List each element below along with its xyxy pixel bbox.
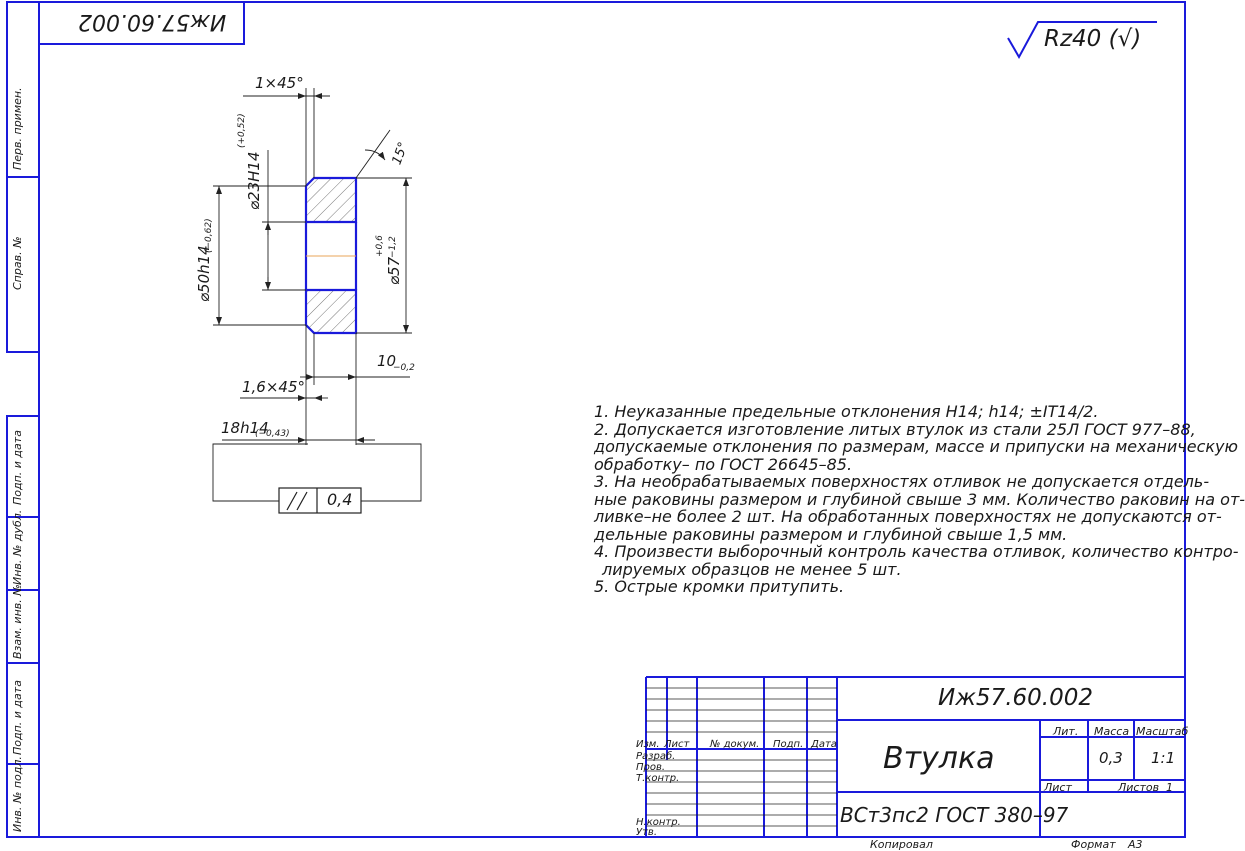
row-nkontr: Н.контр.	[636, 817, 681, 828]
note-line: 1. Неуказанные предельные отклонения H14…	[594, 402, 1099, 421]
roughness-sign	[1007, 21, 1157, 60]
dim-bore-main: ⌀23H14	[245, 151, 263, 210]
parallelism-frame	[278, 487, 362, 514]
dim-bore-tol: (+0,52)	[237, 113, 247, 148]
footer-copied: Копировал	[870, 838, 933, 851]
dim-flange-upper: +0,6	[375, 235, 385, 257]
dim-chamfer-bottom: 1,6×45°	[242, 378, 306, 396]
dim-outer-main: ⌀50h14	[195, 245, 213, 302]
row-razrab: Разраб.	[636, 751, 676, 762]
sheets-label: Листов	[1118, 781, 1160, 794]
col-izm: Изм.	[636, 739, 660, 750]
mass-label: Масса	[1094, 725, 1130, 738]
dim-chamfer-top: 1×45°	[255, 74, 304, 92]
note-line: ливке–не более 2 шт. На обработанных пов…	[594, 507, 1222, 526]
col-doc: № докум.	[710, 739, 760, 750]
drawing-sheet: Иж57.60.002 Rz40 (√) Перв. примен. Справ…	[6, 1, 1245, 851]
dim-width-main: 18h14	[221, 419, 269, 437]
top-stamp: Иж57.60.002	[78, 9, 227, 34]
title-block-lines	[645, 676, 1185, 837]
note-line: дельные раковины размером и глубиной свы…	[594, 524, 1068, 544]
drawing-linework	[6, 1, 1186, 838]
note-line: ные раковины размером и глубиной свыше 3…	[594, 489, 1245, 509]
part-section	[304, 176, 358, 335]
scale-value: 1:1	[1151, 749, 1176, 767]
sheets-value: 1	[1166, 781, 1173, 794]
dim-flange-lower: −1,2	[388, 236, 398, 258]
col-list: Лист	[664, 739, 690, 750]
side-label-sprav-no: Справ. №	[11, 236, 24, 290]
title-designation: Иж57.60.002	[938, 685, 1093, 711]
side-label-podp-data-2: Подп. и дата	[11, 680, 24, 755]
note-line: 3. На необрабатываемых поверхностях отли…	[594, 472, 1210, 491]
mass-value: 0,3	[1099, 749, 1123, 767]
note-line: 5. Острые кромки притупить.	[594, 577, 845, 596]
dim-width-tol: (−0,43)	[255, 429, 290, 439]
note-line: 4. Произвести выборочный контроль качест…	[594, 542, 1239, 561]
scale-label: Масштаб	[1136, 725, 1189, 738]
dim-outer-tol: (−0,62)	[204, 218, 214, 253]
dim-length-main: 10	[377, 352, 397, 370]
dim-flange-main: ⌀57	[385, 256, 403, 285]
note-line: лируемых образцов не менее 5 шт.	[602, 559, 902, 579]
side-label-perv-primen: Перв. примен.	[11, 87, 24, 170]
title-block-thin-lines	[646, 687, 837, 827]
note-line: допускаемые отклонения по размерам, масс…	[594, 437, 1238, 456]
side-label-vzam-inv: Взам. инв. №	[11, 584, 24, 659]
title-material: ВСт3пс2 ГОСТ 380–97	[840, 803, 1069, 827]
footer-format-label: Формат	[1071, 838, 1116, 851]
parallelism-value: 0,4	[327, 490, 353, 509]
col-data: Дата	[811, 739, 837, 750]
side-label-inv-podl: Инв. № подл.	[11, 756, 24, 832]
side-label-podp-data-1: Подп. и дата	[11, 430, 24, 505]
row-tkontr: Т.контр.	[636, 773, 680, 784]
dimension-lines	[212, 88, 422, 502]
lit-label: Лит.	[1053, 725, 1079, 738]
note-line: 2. Допускается изготовление литых втулок…	[594, 419, 1196, 439]
note-line: обработку– по ГОСТ 26645–85.	[594, 454, 853, 474]
sheet-label: Лист	[1044, 781, 1072, 794]
side-label-inv-dubl: Инв. № дубл.	[11, 509, 24, 585]
title-part-name: Втулка	[883, 741, 995, 776]
row-prov: Пров.	[636, 762, 666, 773]
footer-format-value: A3	[1128, 838, 1143, 851]
dim-length-tol: −0,2	[393, 363, 415, 373]
technical-notes: 1. Неуказанные предельные отклонения H14…	[594, 402, 1245, 596]
col-podp: Подп.	[773, 739, 804, 750]
roughness-value: Rz40 (√)	[1044, 26, 1142, 52]
row-utv: Утв.	[636, 827, 657, 838]
sheet-frame	[6, 1, 1186, 838]
